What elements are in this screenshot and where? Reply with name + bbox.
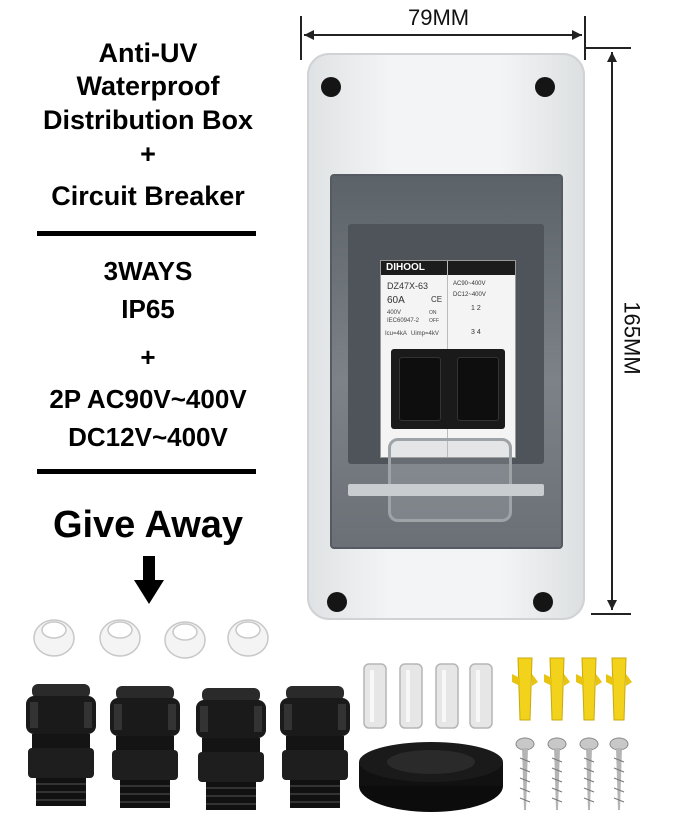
spec-ways: 3WAYS [103,256,193,286]
spec-plus: + [140,342,156,372]
cable-gland-icon [279,685,351,809]
breaker-brand: DIHOOL [386,262,425,273]
screw-top-right [535,77,555,97]
rubber-plug-icon [33,619,75,657]
headline-line-3: Distribution Box [43,105,253,135]
rubber-plug-icon [164,621,206,659]
ferrule-icon [363,663,387,729]
dimension-lines [300,16,631,615]
breaker-icu: Icu=4kA [385,331,407,337]
wall-anchor-icon [517,657,533,721]
transparent-cover[interactable]: DIHOOL DZ47X-63 60A CE 400V ON OFF IEC60… [330,174,563,549]
breaker-range-ac: AC90~400V [453,281,486,287]
cover-latch[interactable] [388,438,512,522]
breaker-terminals-bottom: 3 4 [471,329,481,336]
wall-anchor-icon [549,657,565,721]
breaker-current: 60A [387,295,405,306]
breaker-toggle-right[interactable] [457,357,499,421]
breaker-ce-mark: CE [431,295,443,304]
dimension-height: 165MM [619,301,645,375]
arrow-down-icon [134,556,164,604]
cable-gland-icon [109,685,181,809]
headline-line-4: Circuit Breaker [51,181,245,211]
cover-hinge [348,484,544,496]
ferrule-icon [435,663,459,729]
screw-top-left [321,77,341,97]
spec-voltage-dc: DC12V~400V [68,422,228,452]
headline-line-2: Waterproof [76,71,220,101]
dimension-width: 79MM [408,5,470,30]
rubber-plug-icon [99,619,141,657]
divider-top [37,231,256,236]
mounting-screws [515,737,629,810]
breaker-model: DZ47X-63 [387,281,429,291]
insulating-tape-icon [359,742,503,812]
wall-anchors [512,657,632,721]
wall-anchor-icon [581,657,597,721]
circuit-breaker: DIHOOL DZ47X-63 60A CE 400V ON OFF IEC60… [380,260,516,458]
breaker-rated-voltage: 400V [387,310,402,316]
cable-glands [25,683,351,811]
spec-ip-rating: IP65 [121,294,175,324]
screw-bottom-right [533,592,553,612]
distribution-box: DIHOOL DZ47X-63 60A CE 400V ON OFF IEC60… [307,53,585,620]
headline-line-1: Anti-UV [98,38,198,68]
screw-bottom-left [327,592,347,612]
spec-voltage-ac: 2P AC90V~400V [49,384,247,414]
headline-plus: + [140,139,156,169]
divider-bottom [37,469,256,474]
ferrule-icon [399,663,423,729]
breaker-standard: IEC60947-2 [387,318,420,324]
cable-gland-icon [195,687,267,811]
breaker-range-dc: DC12~400V [453,292,486,298]
give-away-label: Give Away [52,504,244,546]
breaker-terminals-top: 1 2 [471,305,481,312]
breaker-on: ON [429,310,437,316]
cable-gland-icon [25,683,97,807]
wall-anchor-icon [611,657,627,721]
rubber-plugs [33,619,269,659]
breaker-toggle-left[interactable] [399,357,441,421]
breaker-uimp: Uimp=4kV [411,331,439,337]
ferrule-icon [469,663,493,729]
breaker-off: OFF [429,318,439,324]
rubber-plug-icon [227,619,269,657]
wire-ferrules [363,663,493,729]
